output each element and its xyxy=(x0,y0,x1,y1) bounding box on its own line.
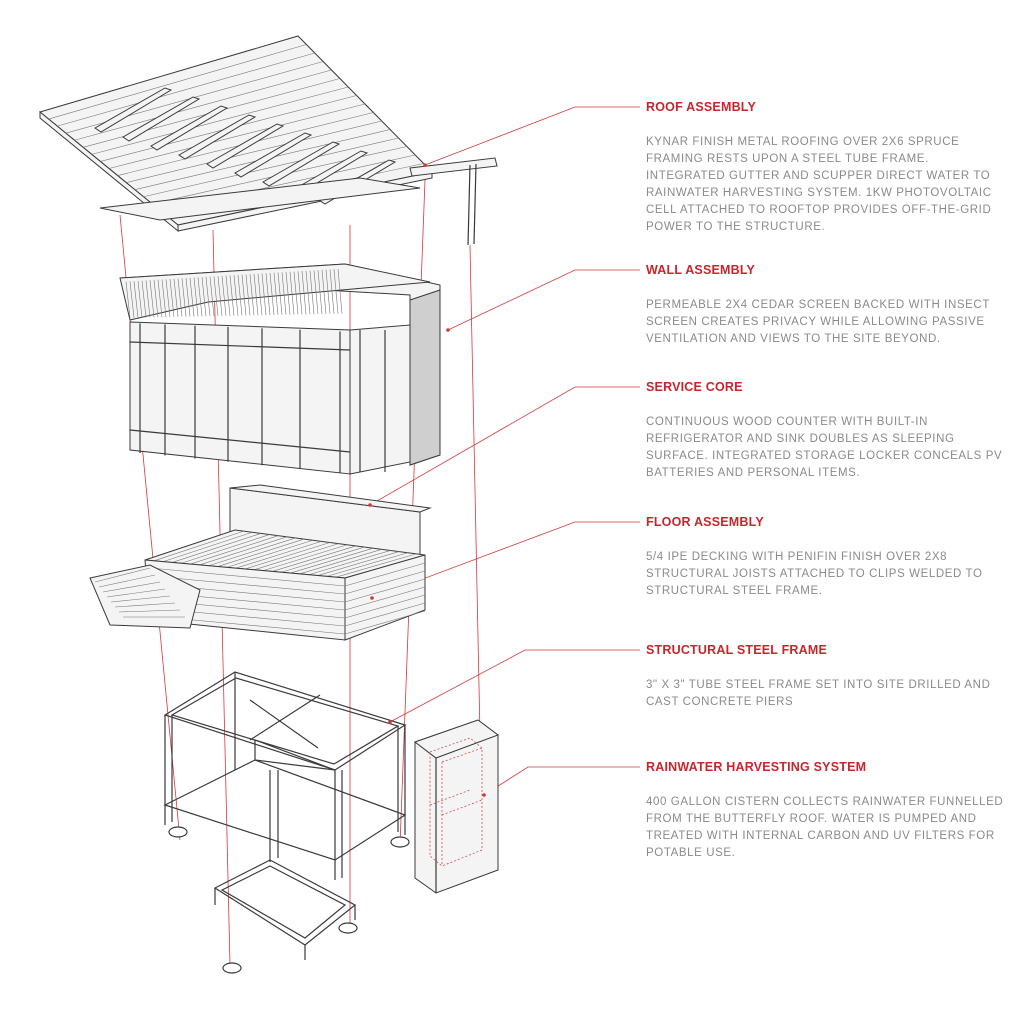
roof-assembly-drawing xyxy=(38,35,498,246)
floor-and-service-core-drawing xyxy=(89,484,432,641)
wall-assembly-label: WALL ASSEMBLY PERMEABLE 2X4 CEDAR SCREEN… xyxy=(646,263,1006,348)
wall-assembly-drawing xyxy=(119,263,441,475)
leader-dots xyxy=(368,163,486,797)
service-core-label: SERVICE CORE CONTINUOUS WOOD COUNTER WIT… xyxy=(646,380,1006,482)
structural-steel-frame-label: STRUCTURAL STEEL FRAME 3" X 3" TUBE STEE… xyxy=(646,643,1006,711)
leader-lines xyxy=(369,106,640,796)
rainwater-cistern-drawing xyxy=(413,719,500,894)
rainwater-harvesting-description: 400 GALLON CISTERN COLLECTS RAINWATER FU… xyxy=(646,796,1004,859)
service-core-description: CONTINUOUS WOOD COUNTER WITH BUILT-IN RE… xyxy=(646,416,1003,479)
service-core-title: SERVICE CORE xyxy=(646,380,743,394)
structural-steel-frame-description: 3" X 3" TUBE STEEL FRAME SET INTO SITE D… xyxy=(646,679,991,708)
floor-assembly-label: FLOOR ASSEMBLY 5/4 IPE DECKING WITH PENI… xyxy=(646,515,1006,600)
roof-assembly-title: ROOF ASSEMBLY xyxy=(646,100,757,114)
floor-assembly-description: 5/4 IPE DECKING WITH PENIFIN FINISH OVER… xyxy=(646,551,983,597)
rainwater-harvesting-title: RAINWATER HARVESTING SYSTEM xyxy=(646,760,867,774)
rainwater-harvesting-label: RAINWATER HARVESTING SYSTEM 400 GALLON C… xyxy=(646,760,1006,862)
wall-assembly-description: PERMEABLE 2X4 CEDAR SCREEN BACKED WITH I… xyxy=(646,299,990,345)
roof-assembly-description: KYNAR FINISH METAL ROOFING OVER 2X6 SPRU… xyxy=(646,136,992,233)
structural-steel-frame-drawing xyxy=(163,671,410,974)
structural-steel-frame-title: STRUCTURAL STEEL FRAME xyxy=(646,643,828,657)
wall-assembly-title: WALL ASSEMBLY xyxy=(646,263,756,277)
floor-assembly-title: FLOOR ASSEMBLY xyxy=(646,515,764,529)
roof-assembly-label: ROOF ASSEMBLY KYNAR FINISH METAL ROOFING… xyxy=(646,100,1006,236)
